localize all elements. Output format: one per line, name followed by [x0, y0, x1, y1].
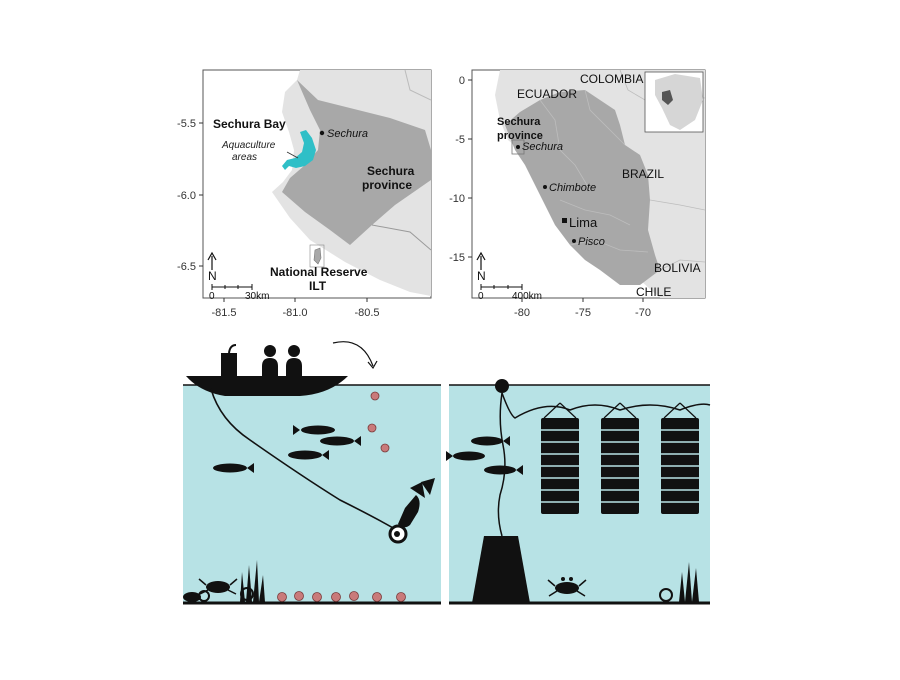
- pisco-label: Pisco: [578, 236, 605, 248]
- left-y-tick-0: -5.5: [177, 118, 196, 130]
- right-sechura-label: Sechura: [522, 141, 563, 153]
- bolivia-label: BOLIVIA: [654, 261, 701, 275]
- left-x-axis: -81.5 -81.0 -80.5: [211, 298, 380, 319]
- right-scale-bar: 0 400km: [478, 284, 542, 302]
- compressor-icon: [221, 353, 237, 377]
- crab-icon-right: [547, 577, 587, 597]
- aquaculture-arrow: [286, 151, 299, 159]
- right-y-tick-3: -15: [449, 252, 465, 264]
- diver-icon: [388, 478, 435, 544]
- left-north-label: N: [208, 269, 217, 283]
- lantern-net-icon: [541, 402, 699, 514]
- aquaculture-label: Aquaculture areas: [221, 140, 278, 163]
- sechura-province-line2: province: [362, 178, 412, 192]
- sechura-province-label: Sechura province: [362, 164, 418, 192]
- brazil-label: BRAZIL: [622, 167, 664, 181]
- scallop-icons-falling: [367, 391, 390, 453]
- left-scale-end: 30km: [245, 291, 269, 302]
- seaweed-icon-right: [679, 562, 699, 602]
- right-map-panel: COLOMBIA ECUADOR Sechura province Sechur…: [449, 69, 706, 319]
- left-y-tick-2: -6.5: [177, 261, 196, 273]
- air-hose: [210, 388, 401, 533]
- aquaculture-label-line1: Aquaculture: [221, 140, 276, 151]
- left-map-panel: Sechura Bay Aquaculture areas Sechura Se…: [177, 69, 432, 319]
- left-water: [183, 385, 441, 603]
- snail-icon-right: [659, 588, 673, 602]
- right-y-tick-2: -10: [449, 193, 465, 205]
- anchor-block-icon: [472, 536, 530, 603]
- right-x-tick-0: -80: [514, 307, 530, 319]
- pisco-marker: [572, 239, 576, 243]
- arrow-icon: [332, 341, 374, 367]
- suspended-culture-illustration: [446, 379, 711, 605]
- right-y-tick-1: -5: [455, 134, 465, 146]
- right-north-arrow: N: [476, 251, 486, 283]
- longline: [501, 392, 711, 419]
- aquaculture-areas: [282, 130, 316, 170]
- hose-top: [228, 344, 237, 354]
- right-x-axis: -80 -75 -70: [514, 298, 651, 319]
- fish-icon: [213, 425, 361, 473]
- boat-icon: [186, 376, 348, 396]
- inset-peru: [662, 90, 673, 105]
- left-border-line: [371, 224, 431, 251]
- scallop-icons-seabed: [277, 591, 406, 602]
- reserve-box: [309, 244, 325, 268]
- national-reserve-line1: National Reserve: [270, 265, 368, 279]
- right-province-label: Sechura province: [497, 116, 543, 142]
- sechura-marker: [516, 145, 520, 149]
- aquaculture-label-line2: areas: [232, 152, 257, 163]
- right-x-tick-1: -75: [575, 307, 591, 319]
- ecuador-label: ECUADOR: [517, 87, 577, 101]
- sechura-province-area: [282, 80, 431, 245]
- fishermen-icon: [262, 345, 302, 378]
- buoy-icon: [495, 379, 509, 393]
- left-scale-bar: 0 30km: [209, 284, 269, 302]
- right-province-line1: Sechura: [497, 116, 541, 128]
- lima-marker: [562, 218, 567, 223]
- left-x-tick-1: -81.0: [282, 307, 307, 319]
- arrow-head: [367, 360, 378, 370]
- sechura-town-label: Sechura: [327, 128, 368, 140]
- chile-label: CHILE: [636, 285, 671, 299]
- chimbote-label: Chimbote: [549, 182, 596, 194]
- right-x-tick-2: -70: [635, 307, 651, 319]
- peru-area: [505, 90, 660, 285]
- national-reserve-label: National Reserve ILT: [270, 265, 371, 293]
- left-y-axis: -5.5 -6.0 -6.5: [177, 118, 203, 273]
- left-border-line-2: [404, 70, 431, 101]
- seaweed-icon: [240, 560, 265, 602]
- sechura-locator-box: [511, 139, 525, 155]
- sechura-bay-label: Sechura Bay: [213, 117, 286, 131]
- fish-icon-right: [446, 436, 523, 475]
- chimbote-marker: [543, 185, 547, 189]
- reserve-island: [313, 247, 322, 265]
- crab-icon: [198, 578, 238, 595]
- right-north-label: N: [477, 269, 486, 283]
- left-scale-start: 0: [209, 291, 215, 302]
- right-province-line2: province: [497, 130, 543, 142]
- right-scale-start: 0: [478, 291, 484, 302]
- diving-illustration: [183, 341, 441, 605]
- sechura-town-marker: [319, 130, 325, 136]
- left-north-arrow: N: [207, 251, 217, 283]
- right-y-axis: 0 -5 -10 -15: [449, 75, 472, 264]
- lima-label: Lima: [569, 215, 598, 230]
- right-y-tick-0: 0: [459, 75, 465, 87]
- national-reserve-line2: ILT: [309, 279, 327, 293]
- right-scale-end: 400km: [512, 291, 542, 302]
- colombia-label: COLOMBIA: [580, 72, 643, 86]
- sechura-province-line1: Sechura: [367, 164, 415, 178]
- left-x-tick-2: -80.5: [354, 307, 379, 319]
- inset-land: [655, 74, 703, 130]
- left-y-tick-1: -6.0: [177, 190, 196, 202]
- left-x-tick-0: -81.5: [211, 307, 236, 319]
